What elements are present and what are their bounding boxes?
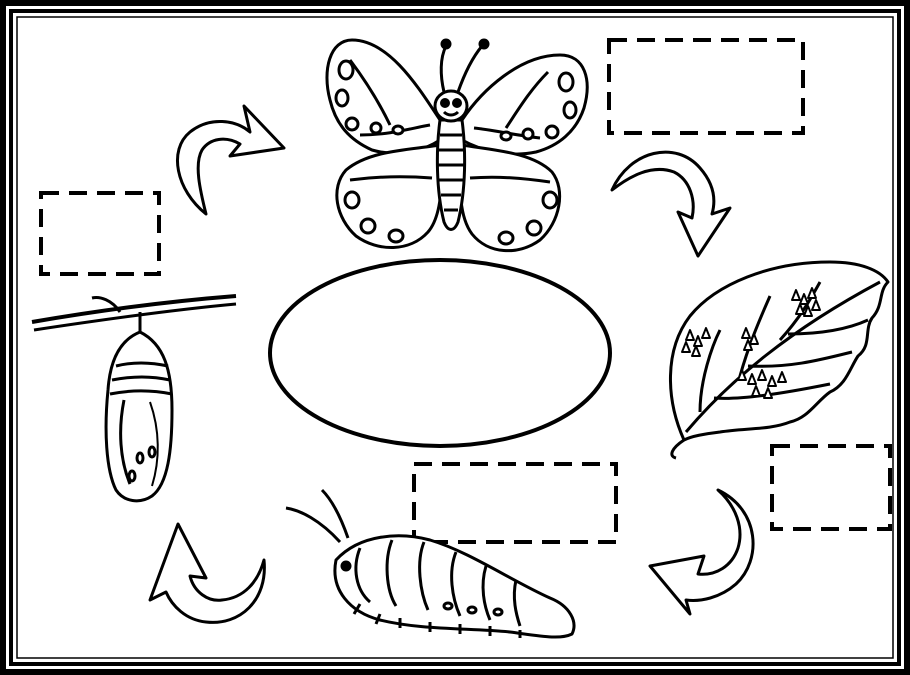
label-box-chrysalis[interactable] (41, 193, 159, 274)
center-title-oval[interactable] (270, 260, 610, 446)
arrow-eggs-to-caterpillar (650, 490, 753, 614)
label-box-eggs[interactable] (772, 446, 890, 529)
leaf-eggs-icon (670, 262, 888, 458)
chrysalis-icon (32, 296, 236, 501)
label-box-butterfly[interactable] (609, 40, 803, 133)
caterpillar-icon (286, 490, 574, 638)
arrow-caterpillar-to-chrysalis (150, 524, 264, 622)
arrow-butterfly-to-eggs (612, 152, 730, 256)
arrow-chrysalis-to-butterfly (177, 106, 284, 214)
label-box-caterpillar[interactable] (414, 464, 616, 542)
butterfly-icon (327, 40, 587, 251)
